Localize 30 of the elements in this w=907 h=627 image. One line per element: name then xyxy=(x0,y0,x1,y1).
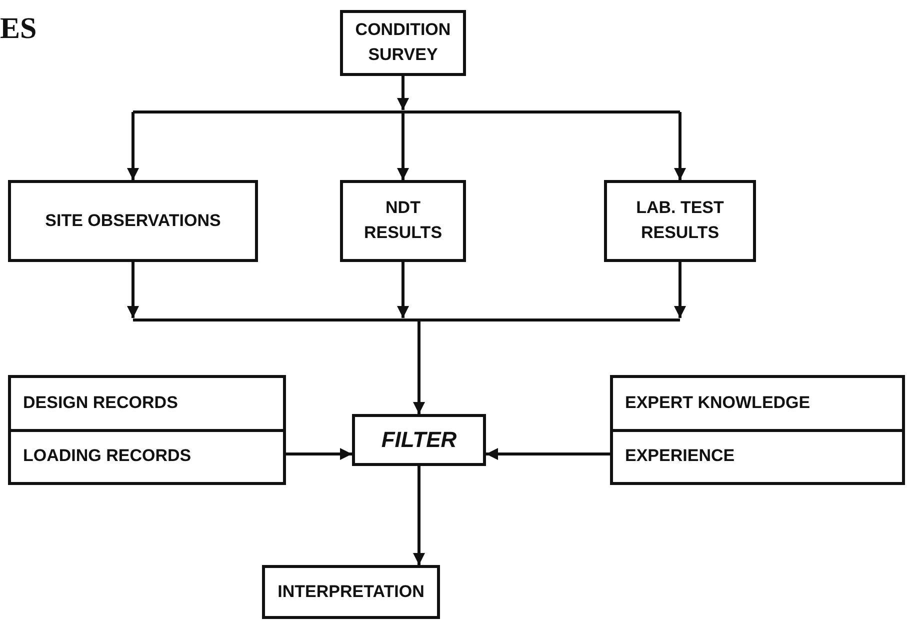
box-label: EXPERIENCE xyxy=(625,445,735,468)
arrow xyxy=(413,466,425,565)
connector-bus xyxy=(132,318,682,416)
box-label: DESIGN RECORDS xyxy=(23,392,178,414)
filter-label: FILTER xyxy=(381,427,457,452)
process-box xyxy=(8,180,258,262)
box-label: INTERPRETATION xyxy=(278,582,424,600)
arrow xyxy=(674,262,686,318)
arrow xyxy=(397,262,409,318)
box-label: SITE OBSERVATIONS xyxy=(45,210,221,230)
arrow xyxy=(397,112,409,180)
process-box xyxy=(340,10,466,76)
box-label: LOADING RECORDS xyxy=(23,445,192,468)
process-box xyxy=(352,414,486,466)
connector-bus xyxy=(132,74,682,114)
arrow xyxy=(127,112,139,180)
box-label: CONDITION SURVEY xyxy=(355,20,451,64)
process-box xyxy=(262,565,440,619)
arrow xyxy=(486,448,610,460)
box-label: NDT RESULTS xyxy=(364,198,442,242)
process-box xyxy=(604,180,756,262)
arrow xyxy=(127,262,139,318)
box-label: LAB. TEST RESULTS xyxy=(636,198,724,242)
process-box xyxy=(610,375,905,485)
heading-fragment: ES xyxy=(0,14,37,44)
process-box xyxy=(8,375,286,485)
box-label: EXPERT KNOWLEDGE xyxy=(625,392,810,414)
arrow xyxy=(674,112,686,180)
process-box xyxy=(340,180,466,262)
arrow xyxy=(286,448,352,460)
